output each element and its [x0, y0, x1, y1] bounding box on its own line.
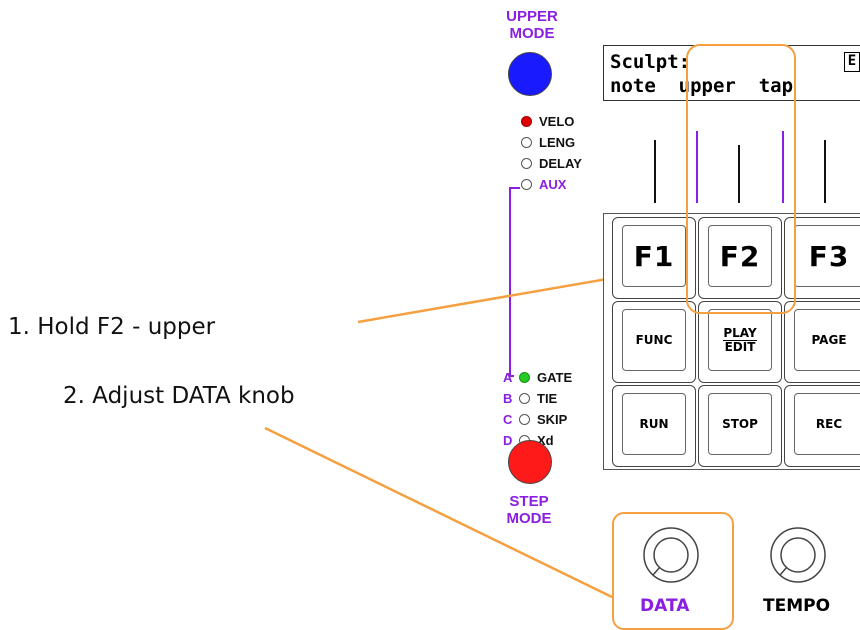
aux-bracket: [509, 187, 520, 377]
func-key-label: FUNC: [622, 309, 686, 371]
run-key-label: RUN: [622, 393, 686, 455]
edit-label: EDIT: [724, 339, 756, 354]
led-label-leng: LENG: [539, 134, 576, 150]
led-label-aux: AUX: [539, 176, 567, 192]
step-mode-button[interactable]: [508, 440, 552, 484]
step-label-gate: GATE: [537, 369, 573, 385]
upper-mode-label-line1: UPPER: [506, 8, 558, 25]
led-label-delay: DELAY: [539, 155, 582, 171]
skip-led-indicator: [519, 413, 530, 425]
delay-led-indicator: [521, 157, 532, 169]
step-label-tie: TIE: [537, 390, 558, 406]
step-row-b: B TIE: [503, 389, 557, 407]
play-edit-key[interactable]: PLAY EDIT: [698, 301, 782, 383]
data-knob-inner: [653, 537, 689, 573]
step-mode-label-line1: STEP: [509, 493, 549, 510]
play-label: PLAY: [723, 325, 757, 341]
data-knob-pointer: [652, 566, 661, 576]
data-knob-label: DATA: [640, 596, 690, 616]
f2-key-label: F2: [708, 225, 772, 287]
func-key[interactable]: FUNC: [612, 301, 696, 383]
tempo-knob-inner: [780, 537, 816, 573]
pointer-line-step2: [264, 426, 613, 599]
page-key-label: PAGE: [794, 309, 860, 371]
data-knob-highlight-box: [612, 512, 734, 630]
tempo-knob[interactable]: [765, 522, 831, 588]
velo-led-indicator: [521, 115, 532, 127]
f2-key[interactable]: F2: [698, 217, 782, 299]
annotation-step2: 2. Adjust DATA knob: [63, 383, 295, 409]
f1-key-label: F1: [622, 225, 686, 287]
led-label-velo: VELO: [539, 113, 575, 129]
tempo-knob-pointer: [779, 566, 788, 576]
data-knob[interactable]: [638, 522, 704, 588]
step-mode-label-line2: MODE: [506, 510, 552, 527]
step-letter-b: B: [503, 390, 513, 406]
f3-key-label: F3: [794, 225, 860, 287]
lcd-display: Sculpt: E note upper tap: [603, 45, 860, 101]
step-row-a: A GATE: [503, 368, 572, 386]
gate-led-indicator: [519, 371, 530, 383]
run-key[interactable]: RUN: [612, 385, 696, 467]
annotation-step1: 1. Hold F2 - upper: [8, 314, 216, 340]
page-key[interactable]: PAGE: [784, 301, 860, 383]
led-row-velo: VELO: [521, 112, 574, 130]
upper-mode-button[interactable]: [508, 52, 552, 96]
play-edit-key-label: PLAY EDIT: [708, 309, 772, 371]
tie-led-indicator: [519, 392, 530, 404]
step-mode-label: STEP MODE: [499, 493, 559, 527]
lcd-line-1: Sculpt:: [610, 51, 691, 73]
stop-key-label: STOP: [708, 393, 772, 455]
step-letter-d: D: [503, 432, 513, 448]
f3-key[interactable]: F3: [784, 217, 860, 299]
step-letter-a: A: [503, 369, 513, 385]
leng-led-indicator: [521, 136, 532, 148]
led-row-aux: AUX: [521, 175, 566, 193]
stop-key[interactable]: STOP: [698, 385, 782, 467]
rec-key-label: REC: [794, 393, 860, 455]
f2-highlight-box: [686, 44, 796, 314]
upper-mode-label-line2: MODE: [509, 25, 555, 42]
lcd-line-2: note upper tap: [610, 75, 794, 97]
upper-mode-label: UPPER MODE: [502, 8, 562, 42]
led-row-leng: LENG: [521, 133, 575, 151]
rec-key[interactable]: REC: [784, 385, 860, 467]
lcd-page-glyph: E: [844, 52, 860, 72]
key-panel: F1 F2 F3 FUNC PLAY EDIT PAGE RUN STOP RE…: [603, 213, 860, 470]
f1-key[interactable]: F1: [612, 217, 696, 299]
step-label-skip: SKIP: [537, 411, 568, 427]
aux-led-indicator: [521, 178, 532, 190]
step-row-c: C SKIP: [503, 410, 567, 428]
tempo-knob-label: TEMPO: [763, 596, 831, 616]
led-row-delay: DELAY: [521, 154, 582, 172]
step-letter-c: C: [503, 411, 513, 427]
